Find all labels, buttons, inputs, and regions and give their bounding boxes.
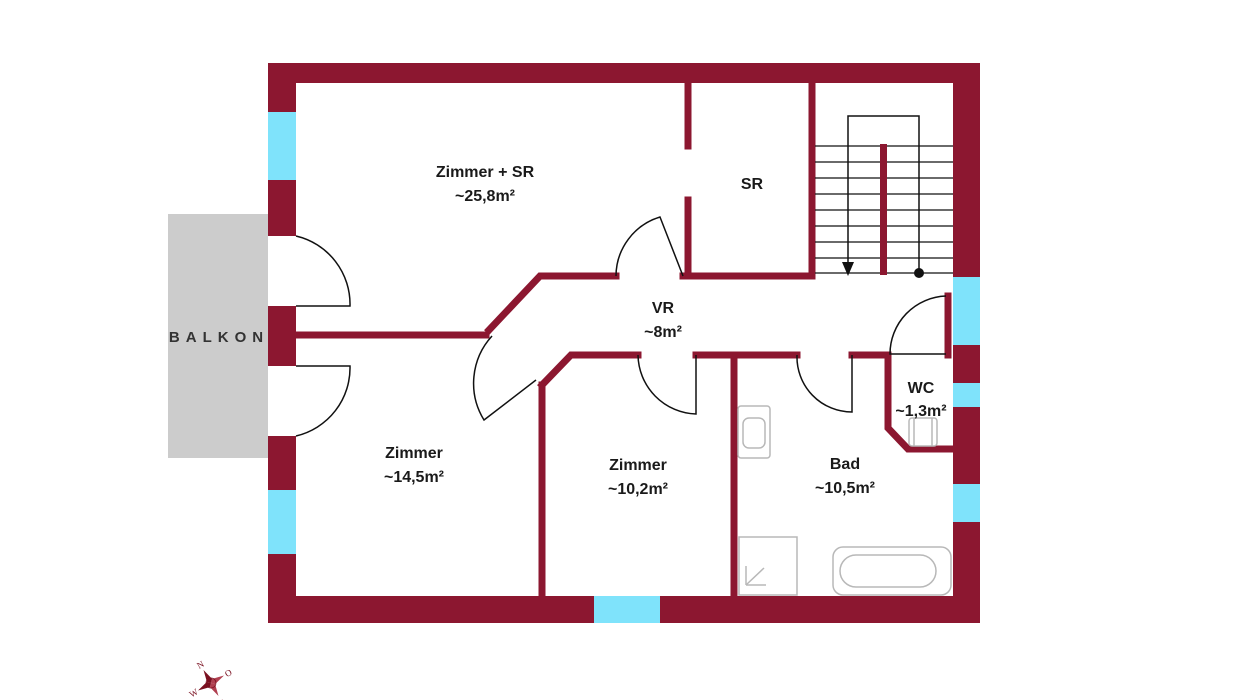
window [953, 277, 980, 345]
room-zimmer-sr: Zimmer + SR ~25,8m² [436, 164, 535, 205]
room-sr: SR [741, 176, 764, 193]
svg-text:S: S [218, 697, 227, 700]
windows [268, 112, 980, 623]
staircase [815, 115, 953, 278]
balcony-area [168, 214, 268, 458]
svg-text:N: N [195, 659, 206, 671]
svg-text:VR: VR [652, 300, 675, 317]
svg-text:WC: WC [908, 380, 935, 397]
room-vr: VR ~8m² [644, 300, 682, 341]
svg-text:~14,5m²: ~14,5m² [384, 469, 444, 486]
svg-text:~25,8m²: ~25,8m² [455, 188, 515, 205]
svg-text:Zimmer + SR: Zimmer + SR [436, 164, 535, 181]
bathtub [832, 546, 952, 596]
window [594, 596, 660, 623]
svg-text:O: O [223, 667, 234, 679]
stair-start-dot-icon [914, 268, 924, 278]
window [953, 484, 980, 522]
window [268, 112, 296, 180]
balcony-doors [268, 235, 351, 437]
window [953, 383, 980, 407]
svg-text:Bad: Bad [830, 456, 860, 473]
window [268, 490, 296, 554]
svg-text:Zimmer: Zimmer [385, 445, 443, 462]
room-labels: Zimmer + SR ~25,8m² SR VR ~8m² Zimmer ~1… [384, 164, 947, 498]
outer-walls [268, 63, 980, 623]
room-zimmer-1: Zimmer ~14,5m² [384, 445, 444, 486]
door-swings [472, 216, 947, 422]
svg-text:SR: SR [741, 176, 764, 193]
toilet [908, 417, 938, 447]
svg-text:Zimmer: Zimmer [609, 457, 667, 474]
shower [738, 536, 798, 596]
balcony-label: BALKON [169, 329, 269, 346]
washbasin [737, 405, 771, 459]
svg-text:~1,3m²: ~1,3m² [895, 403, 946, 420]
fixtures [737, 405, 952, 596]
room-bad: Bad ~10,5m² [815, 456, 875, 497]
svg-text:W: W [187, 686, 200, 699]
interior-walls [292, 79, 957, 600]
compass-rose-icon: N O S W [187, 659, 234, 700]
stair-arrow-icon [842, 262, 854, 276]
svg-text:~10,2m²: ~10,2m² [608, 481, 668, 498]
room-zimmer-2: Zimmer ~10,2m² [608, 457, 668, 498]
svg-text:~10,5m²: ~10,5m² [815, 480, 875, 497]
svg-text:~8m²: ~8m² [644, 324, 682, 341]
room-wc: WC ~1,3m² [895, 380, 946, 420]
